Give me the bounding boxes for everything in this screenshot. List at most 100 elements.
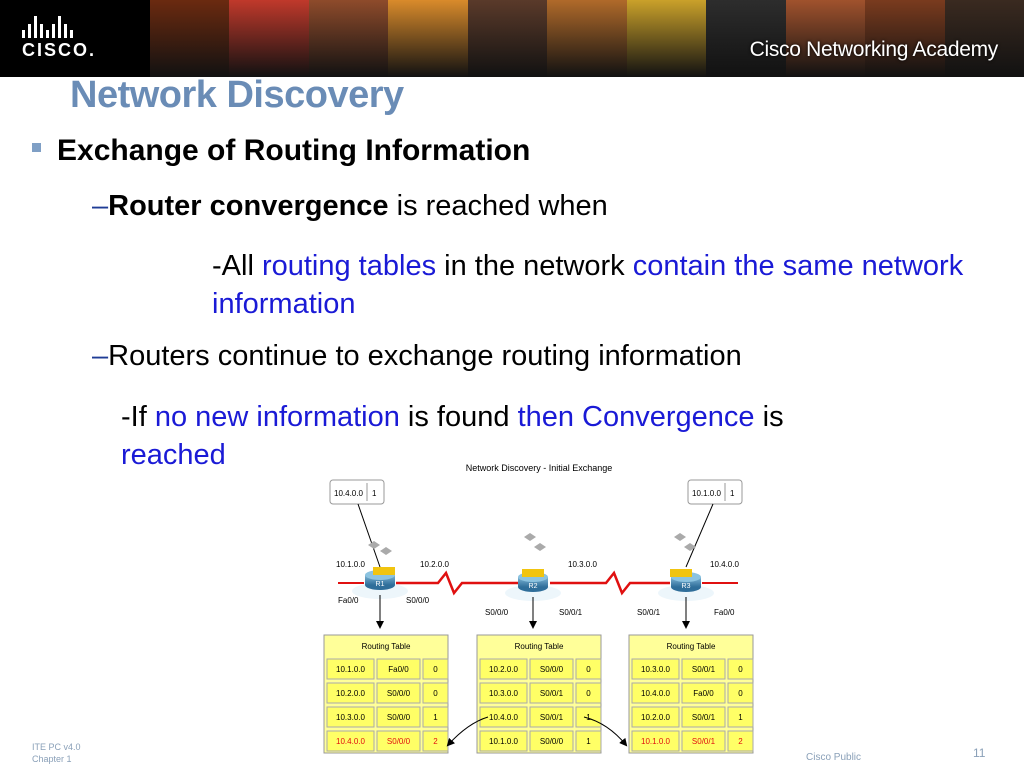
table-cell: [376, 706, 421, 728]
table-cell: [681, 706, 726, 728]
table-cell: [681, 730, 726, 752]
bold-term: Router convergence: [108, 190, 389, 222]
table-cell-text: 0: [433, 689, 438, 698]
highlight-run: then Convergence: [517, 401, 755, 433]
table-cell-text: S0/0/1: [692, 737, 716, 746]
table-cell: [326, 730, 375, 752]
table-cell-text: 10.1.0.0: [641, 737, 670, 746]
sub-bullet-convergence: –Router convergence is reached when: [92, 190, 608, 223]
table-cell: [631, 682, 680, 704]
table-cell-text: 10.2.0.0: [641, 713, 670, 722]
bullet-exchange: Exchange of Routing Information: [32, 134, 530, 168]
sub-text: Routers continue to exchange routing inf…: [108, 340, 742, 372]
table-cell-text: 0: [738, 665, 743, 674]
table-cell-text: 10.3.0.0: [641, 665, 670, 674]
table-cell-text: 1: [586, 737, 591, 746]
table-cell: [326, 706, 375, 728]
banner-photo: [785, 0, 866, 77]
serial-link-r2-r3: [550, 570, 670, 596]
table-cell: [326, 658, 375, 680]
table-cell-text: Fa0/0: [693, 689, 714, 698]
router-r2: R2: [505, 533, 561, 601]
table-cell: [681, 658, 726, 680]
router-r3: R3: [658, 533, 714, 601]
net-label: 10.3.0.0: [568, 560, 597, 569]
table-cell: [529, 730, 574, 752]
router-name: R2: [529, 583, 538, 590]
table-cell: [529, 706, 574, 728]
callout-hop: 1: [730, 489, 735, 498]
bullet-square-icon: [32, 142, 41, 152]
callout-right: 10.1.0.0 1: [685, 479, 743, 568]
table-cell-text: S0/0/1: [540, 713, 564, 722]
table-cell-text: S0/0/0: [387, 737, 411, 746]
table-cell-text: 10.1.0.0: [489, 737, 518, 746]
table-cell: [422, 658, 449, 680]
table-cell-text: 0: [586, 689, 591, 698]
highlight-run: routing tables: [261, 250, 437, 282]
text-run: -All: [212, 250, 262, 282]
callout-left: 10.4.0.0 1: [329, 479, 385, 568]
bullet-text: Exchange of Routing Information: [57, 134, 531, 167]
table-cell: [727, 706, 754, 728]
table-cell-text: 0: [586, 665, 591, 674]
banner-photo: [547, 0, 627, 77]
table-cell: [631, 658, 680, 680]
table-cell: [727, 682, 754, 704]
course-name: ITE PC v4.0: [32, 742, 81, 752]
photo-strip: [150, 0, 1024, 77]
sub-text: is reached when: [388, 190, 608, 222]
table-cell: [479, 682, 528, 704]
footer-classification: Cisco Public: [806, 752, 862, 763]
table-cell: [727, 658, 754, 680]
router-r1: R1: [352, 541, 408, 599]
paragraph-convergence: -If no new information is found then Con…: [121, 398, 921, 474]
text-run: is found: [399, 401, 518, 433]
cisco-bars-icon: [22, 14, 73, 38]
net-label: 10.2.0.0: [420, 560, 449, 569]
table-cell-text: S0/0/1: [692, 665, 716, 674]
table-cell-text: 0: [433, 665, 438, 674]
table-cell: [479, 706, 528, 728]
highlight-run: contain the same network information: [212, 250, 964, 320]
table-cell-text: 2: [738, 737, 743, 746]
table-cell: [575, 730, 602, 752]
table-cell: [422, 706, 449, 728]
table-cell-text: S0/0/0: [387, 713, 411, 722]
banner-photo: [229, 0, 309, 77]
banner-photo: [308, 0, 389, 77]
table-cell: [376, 682, 421, 704]
table-cell: [575, 706, 602, 728]
table-cell: [529, 658, 574, 680]
dash: –: [92, 190, 109, 222]
banner-photo: [865, 0, 945, 77]
interface-label: S0/0/0: [406, 596, 430, 605]
paragraph-routing-tables: -All routing tables in the network conta…: [212, 247, 992, 323]
callout-net: 10.4.0.0: [334, 489, 363, 498]
update-arrow: [583, 716, 628, 747]
table-cell-text: 10.4.0.0: [489, 713, 518, 722]
table-cell-text: Fa0/0: [388, 665, 409, 674]
table-cell: [376, 658, 421, 680]
table-title: Routing Table: [362, 642, 411, 651]
table-cell-text: S0/0/0: [540, 737, 564, 746]
interface-label: S0/0/1: [559, 608, 583, 617]
table-cell: [575, 682, 602, 704]
cisco-logo-text: CISCO.: [22, 40, 97, 60]
table-title: Routing Table: [515, 642, 564, 651]
cisco-logo: CISCO.: [0, 0, 150, 77]
table-cell: [681, 682, 726, 704]
footer-course: ITE PC v4.0 Chapter 1: [32, 741, 81, 765]
table-cell-text: 10.4.0.0: [641, 689, 670, 698]
update-arrow: [446, 716, 489, 747]
table-title: Routing Table: [667, 642, 716, 651]
banner-photo: [467, 0, 548, 77]
table-cell-text: S0/0/1: [692, 713, 716, 722]
diagram-title: Network Discovery - Initial Exchange: [466, 463, 613, 473]
text-run: in the network: [436, 250, 633, 282]
text-run: is: [754, 401, 784, 433]
table-cell-text: 2: [433, 737, 438, 746]
router-name: R3: [682, 583, 691, 590]
banner-photo: [150, 0, 230, 77]
